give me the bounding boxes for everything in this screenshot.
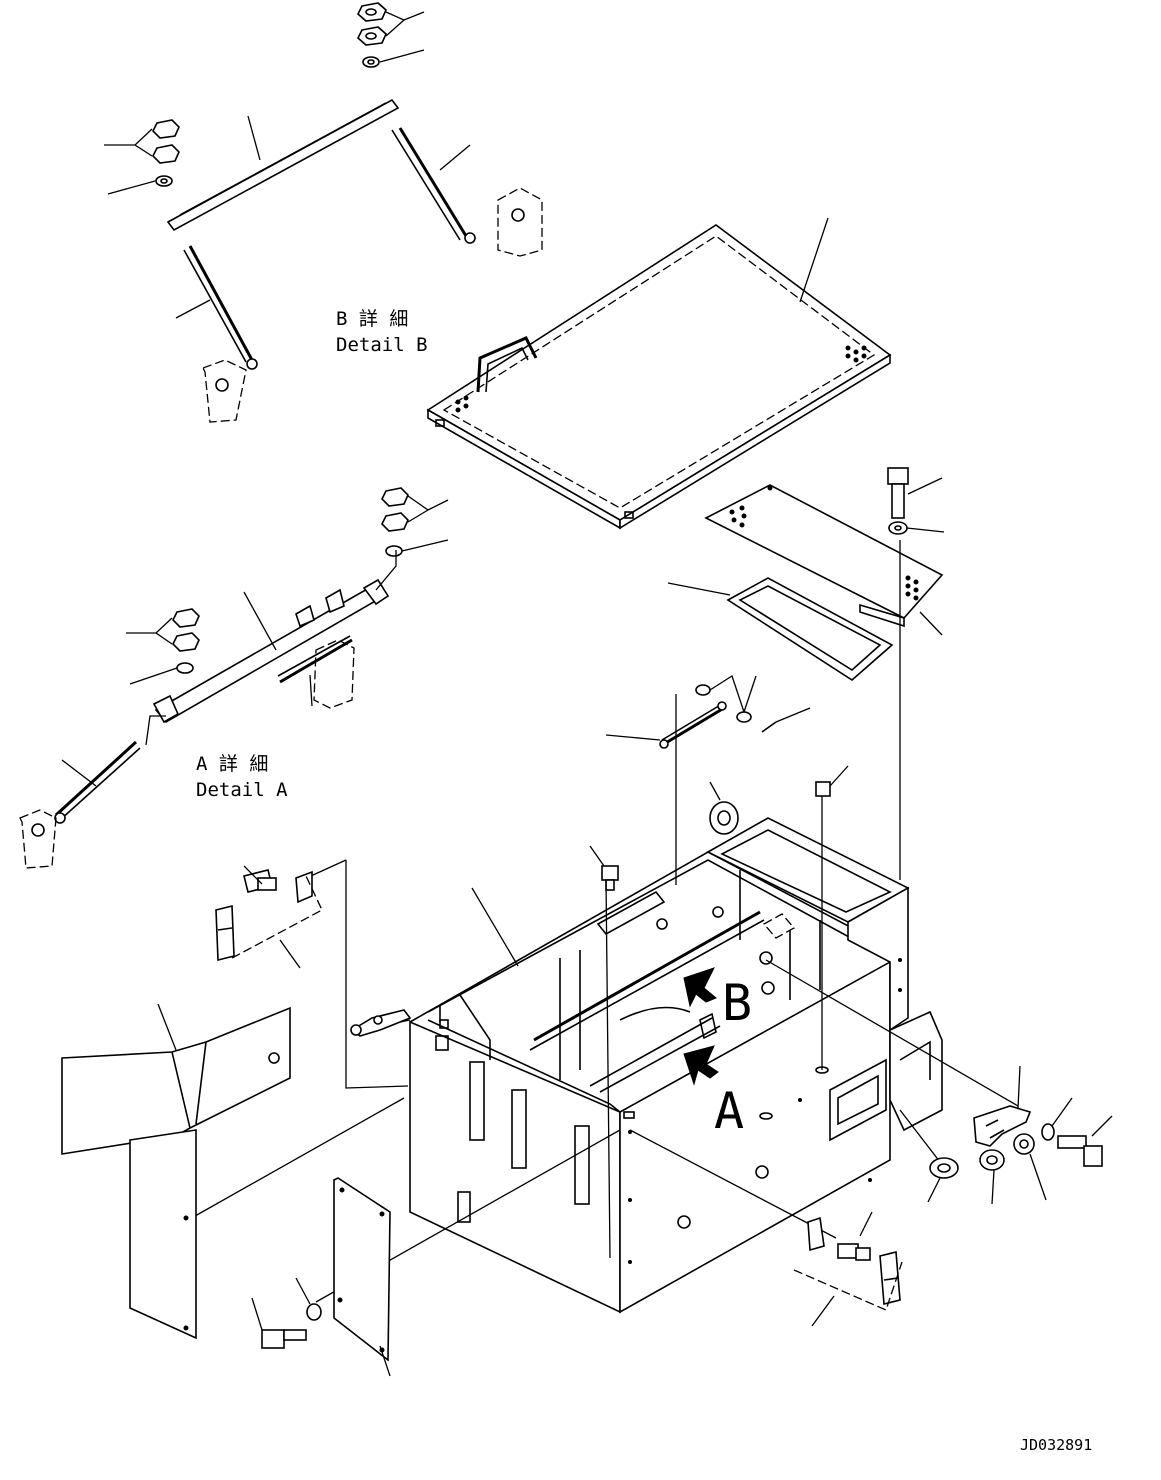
nut <box>381 512 409 532</box>
nut <box>152 119 180 139</box>
detail-b-label-en: Detail B <box>336 334 428 356</box>
bolt <box>1057 1115 1113 1167</box>
arrow-icon-b <box>683 967 717 1008</box>
gasket-frame <box>667 577 894 681</box>
collar <box>1013 1133 1047 1201</box>
nut <box>172 608 200 628</box>
detail-a-assembly: A 詳 細 Detail A <box>19 487 449 869</box>
washer <box>295 1277 322 1321</box>
drawing-code: JD032891 <box>1020 1436 1092 1454</box>
front-panel <box>333 1177 391 1377</box>
nut <box>381 487 409 507</box>
washer <box>888 521 945 535</box>
detail-b-assembly: B 詳 細 Detail B <box>104 2 543 423</box>
grommet <box>927 1157 959 1203</box>
latch-assembly <box>215 865 323 969</box>
washer <box>155 175 173 187</box>
nut <box>357 26 387 46</box>
hinge-plate <box>704 484 944 636</box>
battery-box-body <box>409 817 943 1314</box>
detail-a-label-jp: A 詳 細 <box>196 753 268 775</box>
bolt <box>887 467 943 519</box>
support-rod <box>605 675 811 749</box>
grommet <box>709 781 739 835</box>
latch-assembly <box>793 1211 903 1327</box>
nut <box>172 632 200 652</box>
washer <box>979 1149 1005 1205</box>
nut <box>357 2 387 22</box>
view-a-label: A <box>714 1082 744 1140</box>
nut <box>152 144 180 164</box>
hinge-arm <box>350 1009 412 1037</box>
side-cover <box>61 1003 291 1340</box>
bolt <box>589 845 619 891</box>
cam-lever <box>973 1065 1032 1147</box>
washer <box>176 662 194 674</box>
bolt <box>251 1297 307 1349</box>
washer <box>385 545 403 557</box>
washer <box>1041 1097 1073 1141</box>
detail-a-label-en: Detail A <box>196 779 288 801</box>
lid-panel <box>426 217 892 530</box>
nut <box>815 765 849 797</box>
arrow-icon-a <box>683 1045 719 1086</box>
detail-b-label-jp: B 詳 細 <box>336 308 408 330</box>
view-b-label: B <box>722 974 752 1032</box>
washer <box>362 56 380 68</box>
